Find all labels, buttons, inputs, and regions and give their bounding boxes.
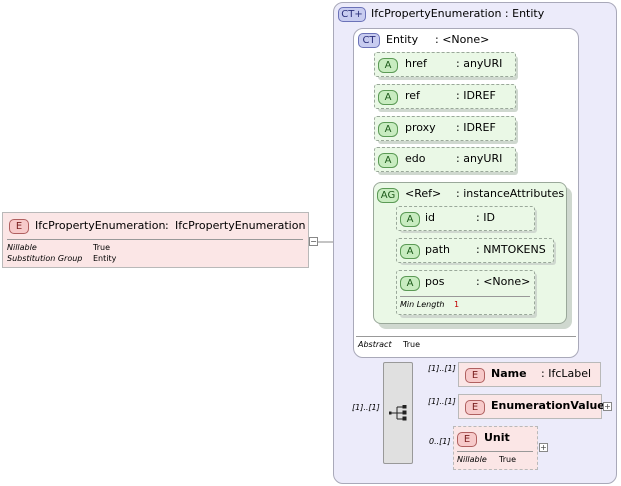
attribute-icon: A xyxy=(378,122,398,137)
sequence-occurrence: [1]..[1] xyxy=(352,403,380,412)
root-element-type: IfcPropertyEnumeration xyxy=(175,219,306,232)
attribute-name: proxy xyxy=(405,121,436,134)
element-name: Unit xyxy=(484,431,510,444)
expand-toggle[interactable]: + xyxy=(603,402,612,411)
attribute-type: : IDREF xyxy=(456,121,496,134)
child-element-unit[interactable]: E Unit Nillable True xyxy=(453,426,538,470)
attribute-id[interactable]: A id : ID xyxy=(396,206,535,231)
divider xyxy=(356,336,576,337)
attribute-name: pos xyxy=(425,275,445,288)
element-badge-icon: E xyxy=(9,219,29,234)
prop-key-abstract: Abstract xyxy=(358,340,392,349)
divider xyxy=(400,296,530,297)
attribute-group-type: : instanceAttributes xyxy=(456,187,565,200)
element-badge-icon: E xyxy=(465,368,485,383)
attribute-icon: A xyxy=(378,58,398,73)
attribute-proxy[interactable]: A proxy : IDREF xyxy=(374,116,516,141)
attribute-path[interactable]: A path : NMTOKENS xyxy=(396,238,554,263)
attribute-type: : anyURI xyxy=(456,152,503,165)
base-type-type: : <None> xyxy=(435,33,490,46)
attribute-name: id xyxy=(425,211,436,224)
prop-value-min-length: 1 xyxy=(454,300,460,309)
prop-value-substitution-group: Entity xyxy=(93,254,117,263)
sequence-compositor[interactable] xyxy=(383,362,413,464)
divider xyxy=(7,239,303,240)
element-badge-icon: E xyxy=(465,400,485,415)
prop-key-substitution-group: Substitution Group xyxy=(7,254,83,263)
element-badge-icon: E xyxy=(457,432,477,447)
prop-value-nillable: True xyxy=(499,455,516,464)
root-element-name: IfcPropertyEnumeration xyxy=(35,219,166,232)
attribute-icon: A xyxy=(400,276,420,291)
element-name: EnumerationValues xyxy=(491,399,612,412)
child-occurrence: 0..[1] xyxy=(429,437,451,446)
attribute-name: edo xyxy=(405,152,426,165)
prop-key-nillable: Nillable xyxy=(457,455,487,464)
complex-type-title: IfcPropertyEnumeration : Entity xyxy=(371,7,545,20)
child-element-name[interactable]: E Name : IfcLabel xyxy=(458,362,601,387)
prop-value-abstract: True xyxy=(403,340,420,349)
base-type-name: Entity xyxy=(386,33,419,46)
child-element-enumerationvalues[interactable]: E EnumerationValues xyxy=(458,394,611,419)
element-type: : IfcLabel xyxy=(541,367,592,380)
prop-value-nillable: True xyxy=(93,243,110,252)
root-element-box[interactable]: E IfcPropertyEnumeration : IfcPropertyEn… xyxy=(2,212,309,268)
attribute-type: : ID xyxy=(476,211,495,224)
attribute-icon: A xyxy=(400,212,420,227)
sequence-icon xyxy=(389,405,407,421)
prop-key-min-length: Min Length xyxy=(400,300,445,309)
attribute-name: path xyxy=(425,243,451,256)
attribute-icon: A xyxy=(378,90,398,105)
attribute-type: : anyURI xyxy=(456,57,503,70)
attribute-pos[interactable]: A pos : <None> Min Length 1 xyxy=(396,270,535,315)
element-name: Name xyxy=(491,367,527,380)
attribute-type: : NMTOKENS xyxy=(476,243,546,256)
attribute-group-icon: AG xyxy=(377,188,399,203)
child-occurrence: [1]..[1] xyxy=(428,364,456,373)
attribute-icon: A xyxy=(378,153,398,168)
attribute-name: ref xyxy=(405,89,420,102)
attribute-name: href xyxy=(405,57,427,70)
root-element-type-sep: : xyxy=(165,219,169,232)
attribute-type: : <None> xyxy=(476,275,531,288)
child-occurrence: [1]..[1] xyxy=(428,397,456,406)
attribute-group-name: <Ref> xyxy=(405,187,442,200)
base-type-badge-icon: CT xyxy=(358,33,380,48)
attribute-edo[interactable]: A edo : anyURI xyxy=(374,147,516,172)
attribute-href[interactable]: A href : anyURI xyxy=(374,52,516,77)
expand-toggle[interactable]: + xyxy=(539,443,548,452)
attribute-ref[interactable]: A ref : IDREF xyxy=(374,84,516,109)
collapse-toggle[interactable]: − xyxy=(309,237,318,246)
prop-key-nillable: Nillable xyxy=(7,243,37,252)
complex-type-badge-icon: CT+ xyxy=(338,7,366,22)
attribute-type: : IDREF xyxy=(456,89,496,102)
divider xyxy=(457,451,533,452)
attribute-icon: A xyxy=(400,244,420,259)
